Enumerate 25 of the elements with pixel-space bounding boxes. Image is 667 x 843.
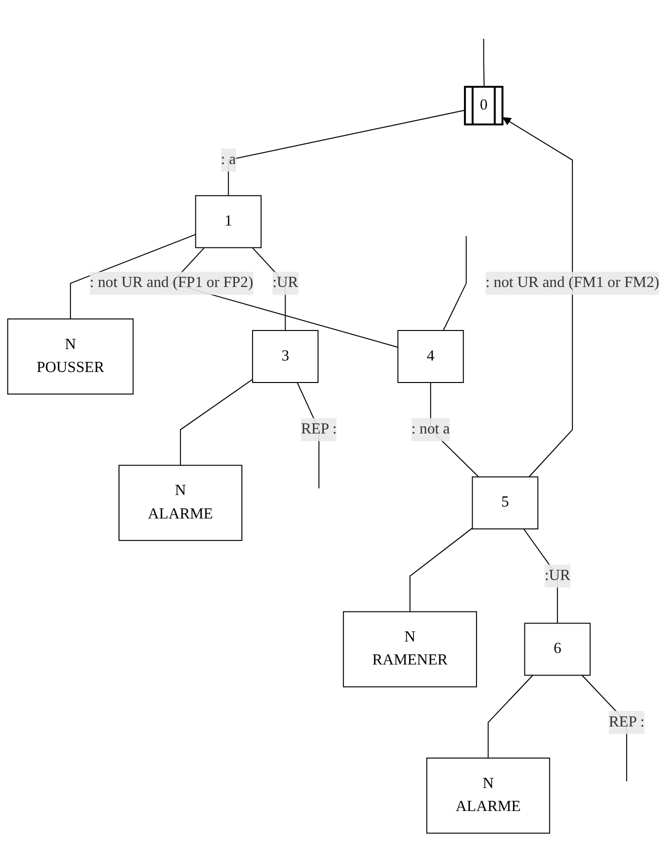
node-box: 3 — [252, 330, 319, 383]
edge-label: :UR — [544, 567, 570, 584]
node-box: 5 — [472, 476, 538, 530]
arrow — [502, 117, 573, 478]
node-box: N ALARME — [426, 758, 550, 834]
connector — [228, 110, 466, 196]
node-box: 4 — [397, 330, 464, 383]
connector — [70, 234, 196, 320]
connector — [488, 674, 534, 759]
node-box: N POUSSER — [7, 318, 134, 395]
node-box: 1 — [195, 195, 262, 248]
edge-label: : a — [220, 151, 236, 168]
edge-label: REP : — [608, 714, 645, 730]
edge-label: : not UR and (FP1 or FP2) — [90, 274, 254, 292]
connector — [442, 236, 467, 331]
connector — [409, 528, 473, 612]
edge-label: : not UR and (FM1 or FM2) — [486, 274, 660, 292]
node-box: N ALARME — [118, 464, 242, 541]
connector — [180, 378, 254, 466]
connector — [483, 38, 485, 88]
node-box: 6 — [524, 622, 591, 676]
node-box: N RAMENER — [342, 611, 477, 688]
edge-label: : not a — [411, 421, 450, 438]
edge-label: :UR — [272, 274, 298, 292]
edge-label: REP : — [300, 421, 337, 438]
